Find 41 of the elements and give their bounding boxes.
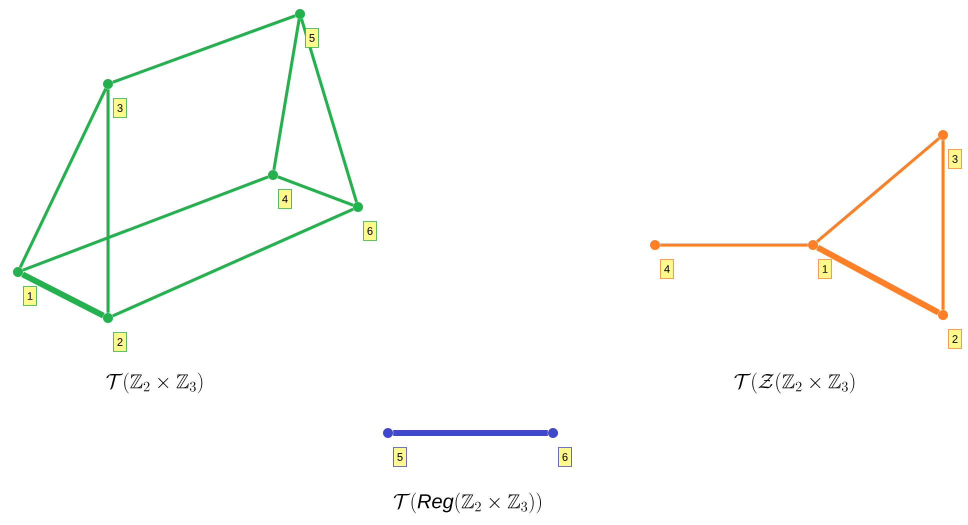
vertex-dot [808, 240, 818, 250]
vertex-dot [13, 267, 23, 277]
vertex-label: 1 [818, 259, 832, 279]
graph-caption: $\mathcal{T}(\mathcal{Z}(\mathbb{Z}_2\times\mathbb{Z}_3)$ [734, 372, 854, 394]
vertex-label: 3 [948, 149, 962, 169]
edge-line [18, 88, 108, 268]
edge-line [272, 18, 301, 170]
vertex-label: 2 [948, 329, 962, 349]
edge-line [300, 18, 358, 202]
vertex-label: 4 [278, 189, 292, 209]
vertex-dot [268, 170, 278, 180]
vertex-dot [353, 202, 363, 212]
vertex-label: 5 [305, 28, 319, 48]
vertex-label: 4 [660, 259, 674, 279]
edge-line [112, 14, 296, 84]
edge-line [816, 137, 940, 243]
vertex-dot [938, 130, 948, 140]
vertex-dot [650, 240, 660, 250]
edge-line [106, 89, 110, 313]
edge-line [393, 430, 548, 436]
vertex-dot [103, 79, 113, 89]
edge-line [660, 244, 808, 246]
vertex-label: 6 [363, 221, 377, 241]
edge-line [277, 175, 354, 207]
vertex-dot [548, 428, 558, 438]
edge-line [942, 140, 944, 310]
graph-caption: $\mathcal{T}(\mathbb{Z}_2\times\mathbb{Z}_3)$ [106, 372, 202, 394]
vertex-dot [383, 428, 393, 438]
edge-line [816, 244, 940, 316]
edge-line [21, 272, 105, 318]
vertex-label: 1 [23, 286, 37, 306]
vertex-label: 5 [393, 447, 407, 467]
edge-line [112, 208, 354, 318]
vertex-dot [103, 313, 113, 323]
vertex-label: 3 [113, 98, 127, 118]
vertex-label: 2 [113, 332, 127, 352]
graph-caption: $\mathcal{T}(\mathit{Reg}(\mathbb{Z}_2\times\mathbb{Z}_3))$ [394, 492, 541, 514]
vertex-label: 6 [558, 447, 572, 467]
vertex-dot [295, 9, 305, 19]
edge-line [22, 175, 269, 272]
vertex-dot [938, 310, 948, 320]
